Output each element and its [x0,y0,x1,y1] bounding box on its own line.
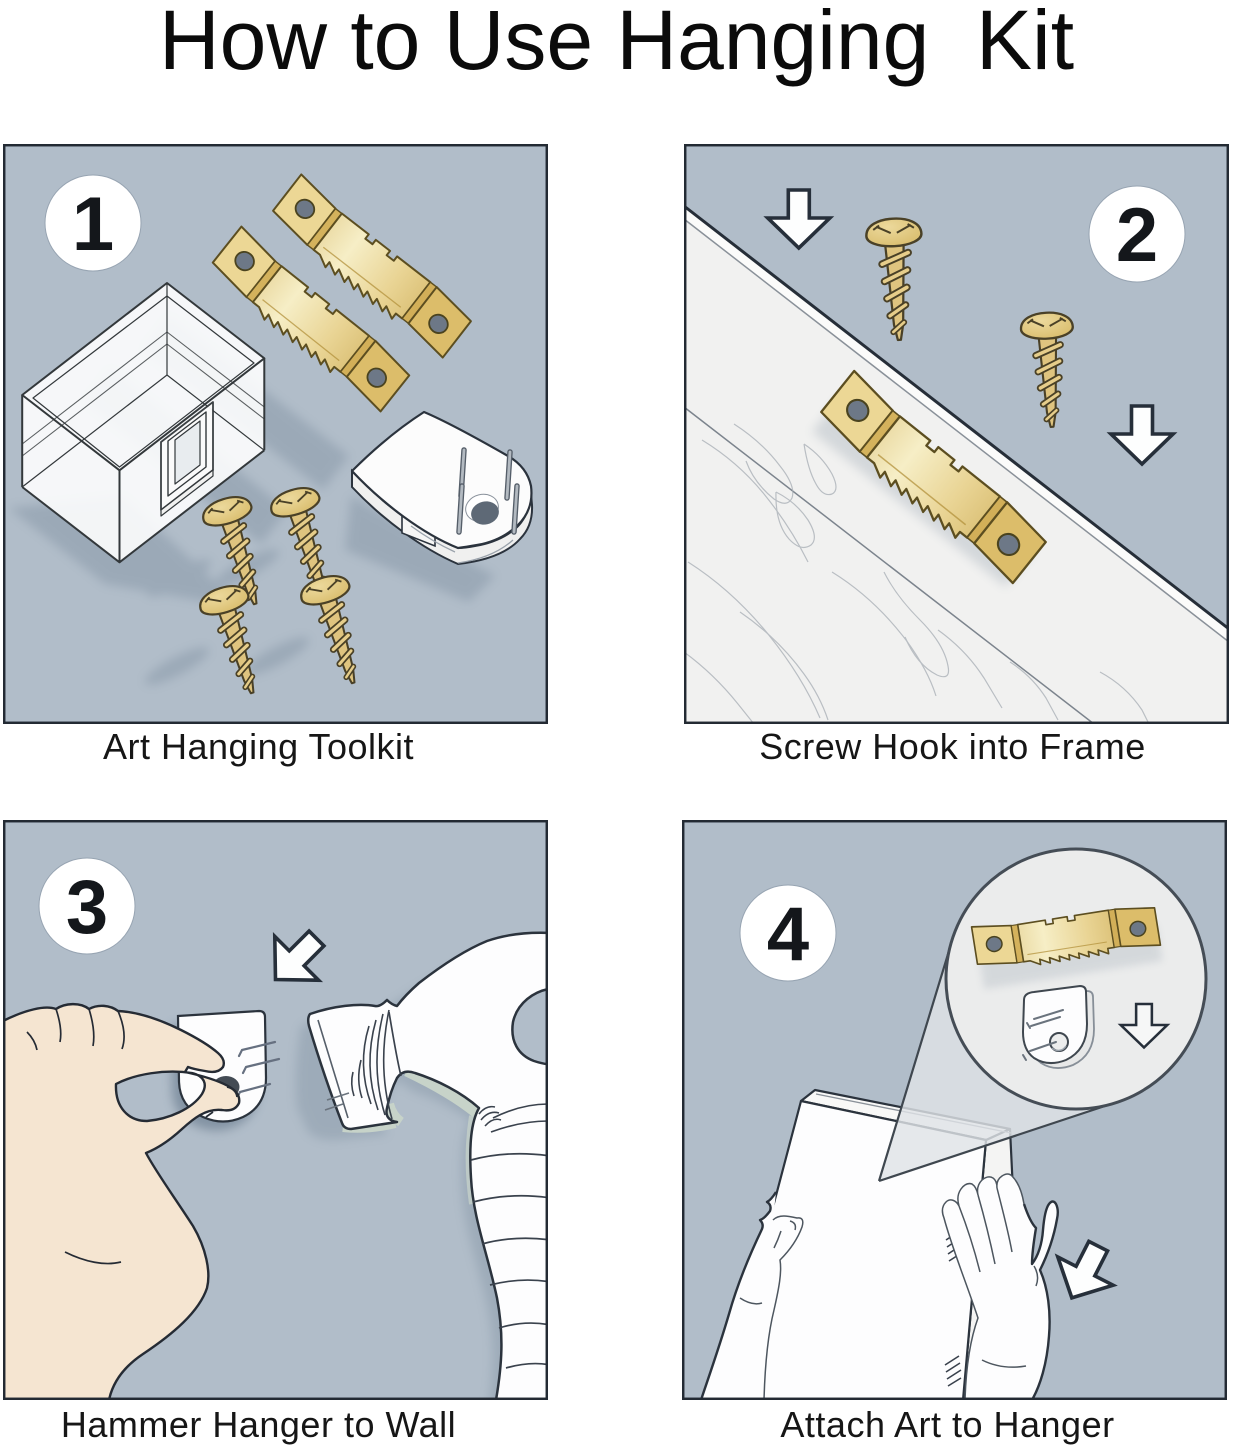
page-title: How to Use Hanging Kit [158,0,1075,87]
panel-2-border [684,144,1229,724]
magnifier-arrow-icon [1117,1002,1171,1050]
step-4-illustration: 4 [682,820,1227,1400]
panel-1-border [3,144,548,724]
step-1-illustration: 1 [3,144,548,724]
step-3-caption: Hammer Hanger to Wall [60,1404,457,1445]
step-1-badge: 1 [44,174,142,272]
step-2-badge: 2 [1088,185,1186,283]
mounted-hanger-illustration [811,369,1056,587]
hand-holding-hook-illustration [3,1002,241,1400]
step-2-caption: Screw Hook into Frame [759,726,1146,767]
left-hand-illustration [699,1191,804,1400]
step-2-illustration: 2 [684,144,1229,724]
wall-hook-illustration [350,410,534,566]
panel-step-2: 2 [684,144,1229,724]
step-4-number: 4 [767,892,809,977]
panel-3-border [3,820,548,1400]
step-3-number: 3 [66,865,108,950]
hammer-illustration [295,931,548,1400]
step-4-badge: 4 [739,884,837,982]
step-2-number: 2 [1116,193,1158,278]
magnifier-detail [944,847,1208,1111]
panel-4-border [682,820,1227,1400]
storage-box-illustration [21,282,266,564]
panel-step-3: 3 [3,820,548,1400]
magnified-hook [1021,984,1095,1069]
frame-plank-illustration [684,204,1229,724]
panel-step-1: 1 [3,144,548,724]
right-hand-illustration [941,1173,1059,1400]
step-3-badge: 3 [38,857,136,955]
step-4-caption: Attach Art to Hanger [780,1404,1115,1445]
panel-step-4: 4 [682,820,1227,1400]
step-1-number: 1 [72,182,114,267]
step-1-caption: Art Hanging Toolkit [103,726,414,767]
step-3-illustration: 3 [3,820,548,1400]
